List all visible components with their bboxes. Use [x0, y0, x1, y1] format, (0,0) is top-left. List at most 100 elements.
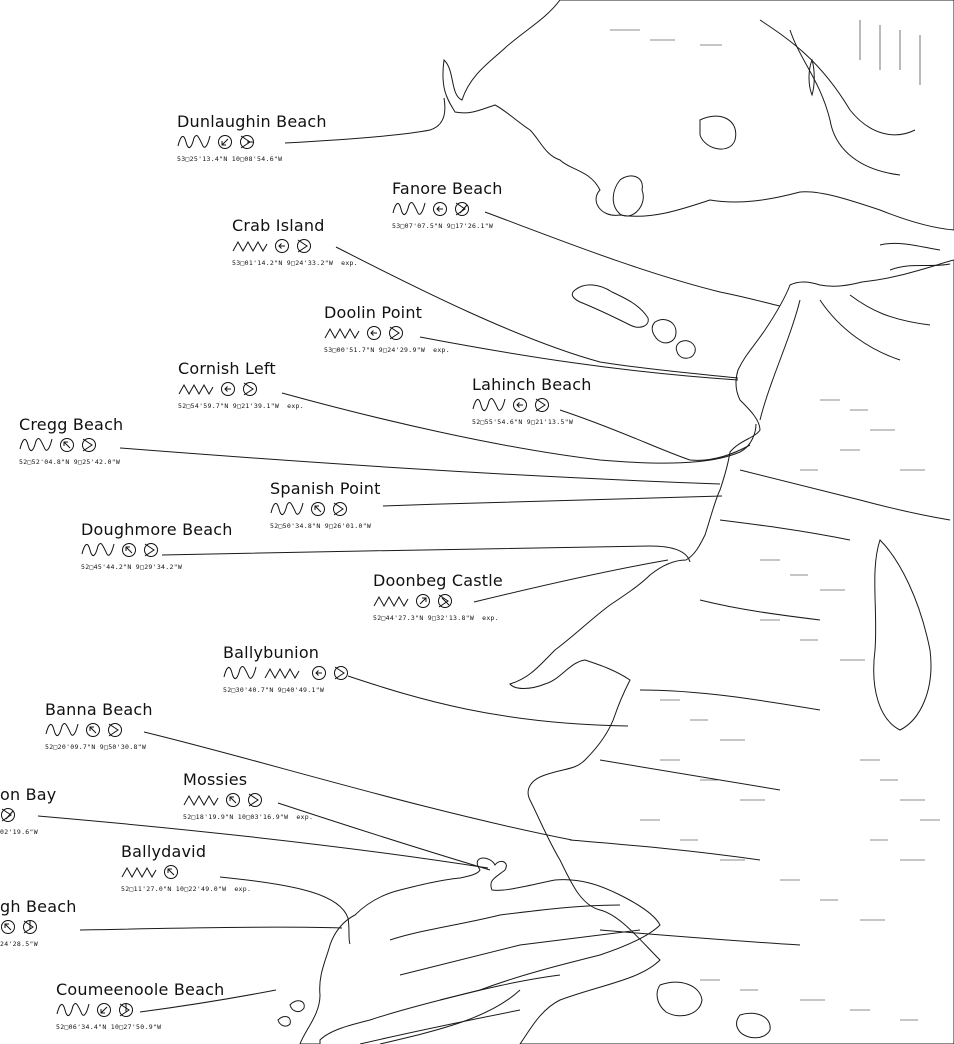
spot-name: Cornish Left	[178, 359, 276, 378]
arrow-up-right-icon	[415, 593, 431, 613]
experience-note: exp.	[433, 346, 450, 354]
leader-extra-2	[379, 989, 521, 1044]
spot-icons	[56, 1002, 224, 1022]
spot-icons	[45, 722, 153, 742]
spot-coumeenoole[interactable]: Coumeenoole Beach 52□06'34.4"N 10□27'50.9…	[56, 980, 224, 1031]
coordinate-text: 24'28.5"W	[0, 940, 38, 948]
sine-wave-icon	[177, 134, 211, 154]
spot-icons	[0, 919, 77, 939]
spot-name: Spanish Point	[270, 479, 381, 498]
arrow-up-left-icon	[225, 792, 241, 812]
coordinate-text: 52□45'44.2"N 9□29'34.2"W	[81, 563, 183, 571]
spot-coordinates: 53□07'07.5"N 9□17'26.1"W	[392, 222, 503, 230]
sine-zigzag-wave-icon	[223, 665, 305, 685]
spot-spanish-point[interactable]: Spanish Point 52□50'34.8"N 9□26'01.0"W	[270, 479, 381, 530]
leader-crab-island	[335, 246, 739, 379]
coordinate-text: 52□44'27.3"N 9□32'13.8"W	[373, 614, 475, 622]
sine-wave-icon	[45, 722, 79, 742]
spot-coordinates: 52□06'34.4"N 10□27'50.9"W	[56, 1023, 224, 1031]
spot-name: Coumeenoole Beach	[56, 980, 225, 999]
arrow-left-icon	[432, 201, 448, 221]
spot-ballydavid[interactable]: Ballydavid 52□11'27.0"N 10□22'49.0"W exp.	[121, 842, 251, 893]
spot-coordinates: 52□50'34.8"N 9□26'01.0"W	[270, 522, 381, 530]
dingle-peninsula	[277, 857, 661, 1044]
clare-kerry-coast	[509, 259, 954, 1044]
experience-note: exp.	[296, 813, 314, 821]
coordinate-text: 52□11'27.0"N 10□22'49.0"W	[121, 885, 227, 893]
spot-name: Lahinch Beach	[472, 375, 592, 394]
target-arrow-up-left-icon	[437, 593, 453, 613]
spot-name: Fanore Beach	[392, 179, 503, 198]
leader-banna	[143, 731, 573, 841]
zigzag-wave-icon	[232, 238, 268, 258]
sine-wave-icon	[56, 1002, 90, 1022]
spot-name: Doolin Point	[324, 303, 423, 322]
leader-coumeenoole	[139, 989, 277, 1013]
aran-islands	[571, 284, 696, 359]
arrow-up-left-icon	[85, 722, 101, 742]
leader-brandon-bay	[37, 815, 489, 869]
leader-cregg	[119, 447, 721, 485]
leader-doonbeg	[473, 559, 669, 603]
coordinate-text: 52□20'09.7"N 9□50'30.8"W	[45, 743, 147, 751]
spot-coordinates: 52□20'09.7"N 9□50'30.8"W	[45, 743, 153, 751]
spot-icons	[81, 542, 233, 562]
arrow-up-left-icon	[163, 864, 179, 884]
spot-icons	[324, 325, 450, 345]
arrow-down-left-icon	[217, 134, 233, 154]
experience-note: exp.	[234, 885, 252, 893]
spot-fanore[interactable]: Fanore Beach 53□07'07.5"N 9□17'26.1"W	[392, 179, 503, 230]
spot-icons	[270, 502, 381, 519]
coordinate-text: 53□01'14.2"N 9□24'33.2"W	[232, 259, 334, 267]
spot-ferriters[interactable]: gh Beach 24'28.5"W	[0, 897, 77, 948]
spot-dunlaughin[interactable]: Dunlaughin Beach 53□25'13.4"N 10□08'54.6"…	[177, 112, 327, 163]
zigzag-wave-icon	[121, 864, 157, 884]
coordinate-text: 02'19.6"W	[0, 828, 38, 836]
leader-mossies	[277, 802, 491, 871]
arrow-up-left-icon	[121, 542, 137, 562]
spot-cornish-left[interactable]: Cornish Left 52□54'59.7"N 9□21'39.1"W exp.	[178, 359, 304, 410]
sine-wave-icon	[392, 201, 426, 221]
leader-fanore	[484, 211, 781, 307]
spot-icons	[373, 593, 503, 613]
leader-lines	[37, 97, 781, 1044]
experience-note: exp.	[341, 259, 358, 267]
spot-name: Crab Island	[232, 216, 325, 235]
spot-icons	[472, 398, 592, 415]
spot-name: Ballybunion	[223, 643, 320, 662]
spot-name: Dunlaughin Beach	[177, 112, 327, 131]
spot-coordinates: 52□54'59.7"N 9□21'39.1"W exp.	[178, 402, 304, 410]
arrow-left-icon	[366, 325, 382, 345]
spot-icons	[121, 864, 251, 884]
experience-note: exp.	[287, 402, 304, 410]
spot-coordinates: 53□25'13.4"N 10□08'54.6"W	[177, 155, 327, 163]
target-icon	[247, 792, 263, 812]
spot-name: gh Beach	[0, 897, 77, 916]
spot-crab-island[interactable]: Crab Island 53□01'14.2"N 9□24'33.2"W exp.	[232, 216, 358, 267]
zigzag-wave-icon	[324, 325, 360, 345]
zigzag-wave-icon	[178, 381, 214, 401]
leader-ballydavid	[219, 876, 351, 945]
spot-name: Ballydavid	[121, 842, 207, 861]
zigzag-wave-icon	[183, 792, 219, 812]
coordinate-text: 52□54'59.7"N 9□21'39.1"W	[178, 402, 280, 410]
arrow-left-icon	[311, 665, 327, 685]
target-arrow-down-icon	[22, 919, 38, 939]
coordinate-text: 52□50'34.8"N 9□26'01.0"W	[270, 522, 372, 530]
leader-extra-1	[359, 1009, 521, 1044]
leader-ballybunion	[347, 675, 629, 727]
